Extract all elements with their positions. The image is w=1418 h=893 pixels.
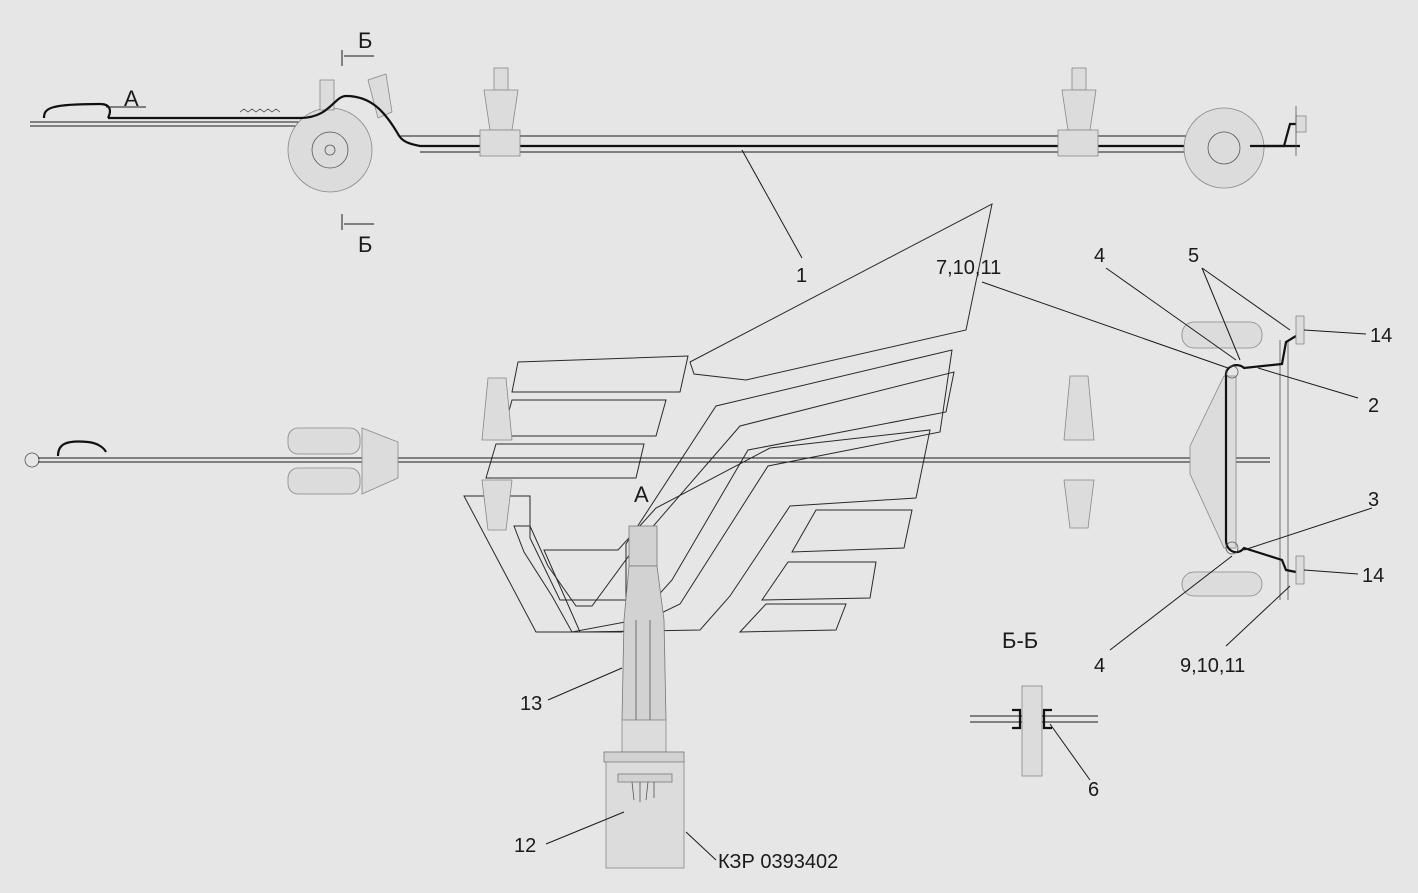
position-13: 13 — [520, 693, 542, 715]
detail-a-hose-end — [545, 525, 717, 869]
front-wheel — [287, 107, 373, 193]
position-5: 5 — [1188, 245, 1199, 267]
watermark-logo — [463, 203, 993, 633]
view-a-label-top: А — [124, 86, 139, 111]
position-6: 6 — [1088, 779, 1099, 801]
side-view — [30, 50, 1307, 259]
section-mark-top: Б — [358, 28, 372, 53]
plan-support-2 — [1063, 375, 1095, 529]
section-b-b — [970, 685, 1098, 781]
position-4-bottom: 4 — [1094, 655, 1105, 677]
position-3: 3 — [1368, 489, 1379, 511]
rear-wheel — [1183, 107, 1265, 189]
front-wheel-right — [287, 467, 361, 495]
section-title: Б-Б — [1002, 628, 1038, 653]
position-2: 2 — [1368, 395, 1379, 417]
coupler-top — [1295, 315, 1305, 345]
part-code: КЗР 0393402 — [718, 851, 838, 873]
position-14-bottom: 14 — [1362, 565, 1384, 587]
position-14-top: 14 — [1370, 325, 1392, 347]
plan-support-1 — [481, 377, 513, 531]
plan-view — [24, 267, 1373, 651]
position-12: 12 — [514, 835, 536, 857]
front-wheel-left — [287, 427, 361, 455]
rear-wheel-right — [1181, 571, 1263, 597]
support-stand-2 — [1057, 67, 1099, 157]
rear-wheel-left — [1181, 321, 1263, 349]
position-4-top: 4 — [1094, 245, 1105, 267]
section-mark-bottom: Б — [358, 232, 372, 257]
support-stand-1 — [479, 67, 521, 157]
position-9-10-11: 9,10,11 — [1180, 655, 1245, 677]
view-a-label-detail: А — [634, 482, 649, 507]
position-1: 1 — [796, 265, 807, 287]
position-7-10-11: 7,10,11 — [936, 257, 1001, 279]
coupler-bottom — [1295, 555, 1305, 585]
